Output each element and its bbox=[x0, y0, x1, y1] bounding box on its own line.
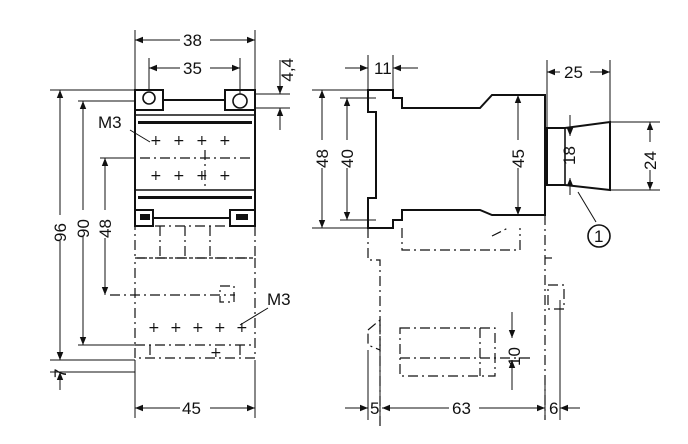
dim-side-h48: 48 bbox=[313, 149, 332, 168]
svg-text:+: + bbox=[173, 168, 185, 184]
svg-text:+: + bbox=[170, 320, 182, 336]
screw-label-bottom: M3 bbox=[267, 290, 291, 309]
dim-depth: 63 bbox=[452, 399, 471, 418]
front-view: + + + + + + + + + + + + + + M3 M3 bbox=[50, 30, 297, 418]
svg-text:+: + bbox=[150, 133, 162, 149]
front-body bbox=[134, 99, 256, 219]
svg-text:+: + bbox=[148, 320, 160, 336]
svg-text:+: + bbox=[192, 320, 204, 336]
dim-height-total: 96 bbox=[51, 223, 70, 242]
side-profile bbox=[367, 89, 546, 229]
dim-height-holes: 90 bbox=[74, 219, 93, 238]
dim-bottom-offset: 7 bbox=[51, 369, 70, 378]
svg-text:+: + bbox=[219, 168, 231, 184]
dim-top-inner: 35 bbox=[183, 59, 202, 78]
svg-text:+: + bbox=[214, 320, 226, 336]
dim-top-outer: 38 bbox=[183, 31, 202, 50]
svg-text:+: + bbox=[196, 168, 208, 184]
callout-label: 1 bbox=[594, 227, 603, 246]
svg-text:+: + bbox=[173, 133, 185, 149]
dim-height-body: 48 bbox=[96, 219, 115, 238]
svg-text:+: + bbox=[196, 133, 208, 149]
dim-bottom-right: 6 bbox=[549, 399, 558, 418]
dim-hole: 4,4 bbox=[278, 58, 297, 82]
svg-text:+: + bbox=[236, 320, 248, 336]
screw-label-top: M3 bbox=[98, 113, 122, 132]
side-view: 11 48 40 45 25 18 24 1 bbox=[312, 55, 660, 430]
callout-marker bbox=[587, 224, 611, 248]
dim-bottom-left: 5 bbox=[370, 399, 379, 418]
dim-side-h45: 45 bbox=[509, 149, 528, 168]
svg-text:+: + bbox=[210, 345, 222, 361]
dim-width: 45 bbox=[182, 399, 201, 418]
dim-side-h40: 40 bbox=[338, 149, 357, 168]
svg-text:+: + bbox=[150, 168, 162, 184]
dim-side-h10: 10 bbox=[505, 347, 524, 366]
mount-ear-left bbox=[134, 89, 164, 111]
dim-top-offset: 11 bbox=[374, 59, 392, 78]
dim-accessory-width: 25 bbox=[564, 63, 583, 82]
svg-text:+: + bbox=[219, 133, 231, 149]
dim-side-h24: 24 bbox=[641, 151, 660, 170]
mount-hole-left bbox=[142, 91, 156, 105]
dim-side-h18: 18 bbox=[560, 146, 579, 165]
